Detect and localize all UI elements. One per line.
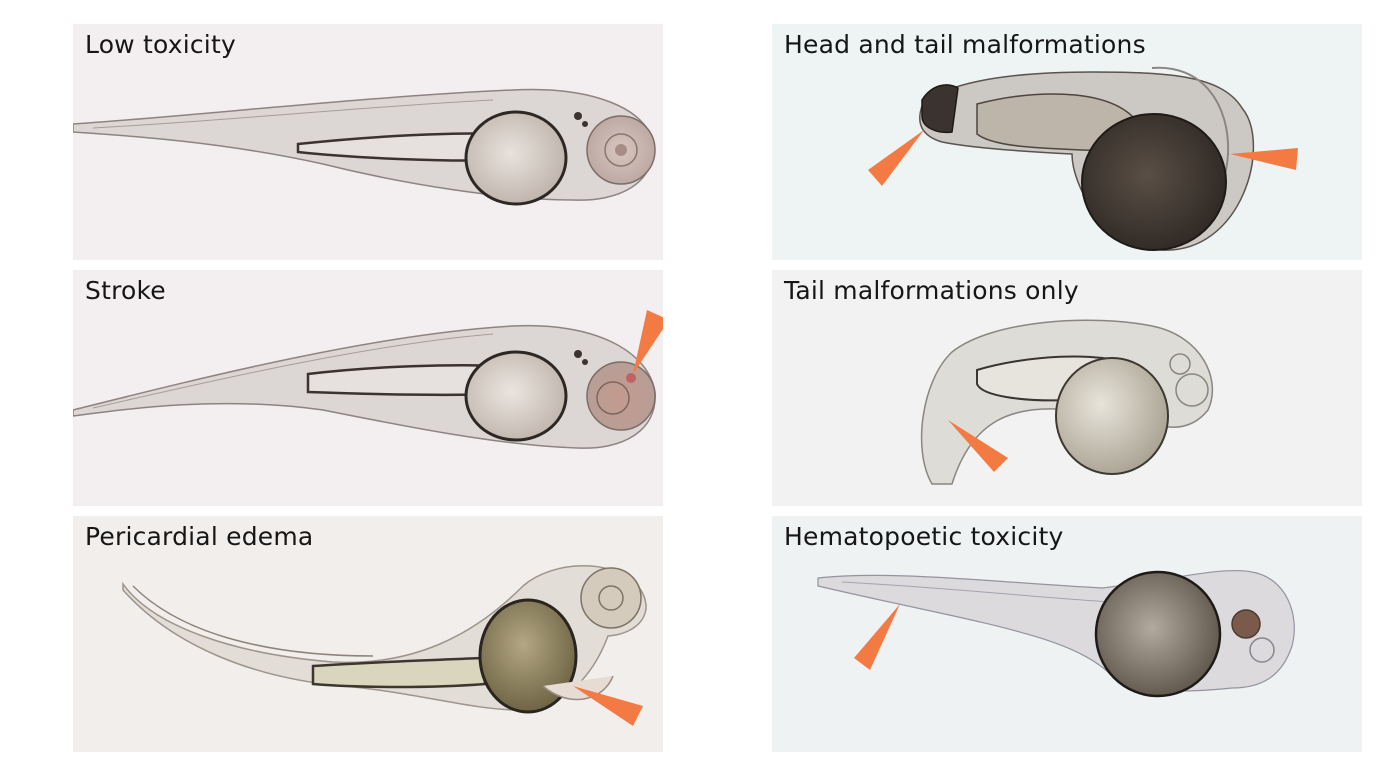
arrowhead-marker <box>948 420 1008 472</box>
panel-hematopoetic-toxicity: Hematopoetic toxicity <box>772 516 1362 752</box>
arrowhead-marker <box>1230 148 1298 170</box>
panel-head-tail-malformations: Head and tail malformations <box>772 24 1362 260</box>
panel-title: Stroke <box>85 276 166 305</box>
panel-title: Hematopoetic toxicity <box>784 522 1064 551</box>
arrowhead-marker <box>868 130 924 186</box>
panel-title: Low toxicity <box>85 30 236 59</box>
panel-low-toxicity: Low toxicity <box>73 24 663 260</box>
embryo-image-head-tail-malformations <box>868 66 1298 251</box>
embryo-image-pericardial-edema <box>122 565 647 726</box>
panel-title: Tail malformations only <box>784 276 1079 305</box>
panel-tail-malformations-only: Tail malformations only <box>772 270 1362 506</box>
embryo-image-tail-malformations-only <box>920 319 1213 485</box>
arrowhead-marker <box>573 686 643 726</box>
panel-stroke: Stroke <box>73 270 663 506</box>
embryo-image-low-toxicity <box>73 88 656 206</box>
panel-title: Pericardial edema <box>85 522 314 551</box>
embryo-image-hematopoetic-toxicity <box>817 569 1295 698</box>
arrowhead-marker <box>633 310 663 374</box>
panel-pericardial-edema: Pericardial edema <box>73 516 663 752</box>
panel-title: Head and tail malformations <box>784 30 1146 59</box>
arrowhead-marker <box>854 604 900 670</box>
embryo-image-stroke <box>73 310 663 449</box>
